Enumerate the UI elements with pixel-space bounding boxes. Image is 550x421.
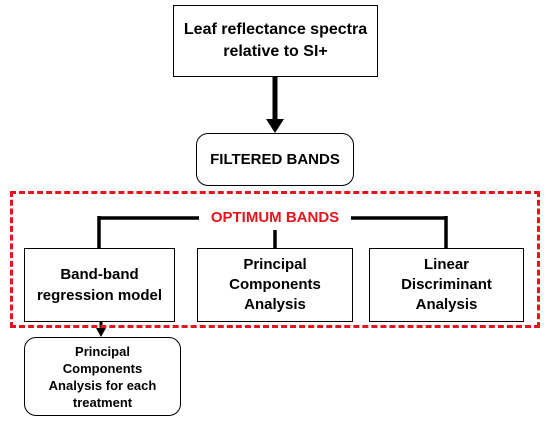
- arrow-head-pca-each: [96, 328, 106, 337]
- optimum-bands-region: [10, 191, 540, 328]
- filtered-bands-box: FILTERED BANDS: [196, 133, 354, 186]
- principal-components-box: Principal Components Analysis: [197, 248, 353, 322]
- linear-discriminant-box: Linear Discriminant Analysis: [369, 248, 524, 322]
- optimum-bands-label: OPTIMUM BANDS: [199, 206, 351, 230]
- arrow-head-filtered: [266, 119, 284, 133]
- pca-each-treatment-box: Principal Components Analysis for each t…: [24, 337, 181, 416]
- band-band-regression-box: Band-band regression model: [24, 248, 175, 322]
- leaf-spectra-box: Leaf reflectance spectra relative to SI+: [173, 5, 378, 77]
